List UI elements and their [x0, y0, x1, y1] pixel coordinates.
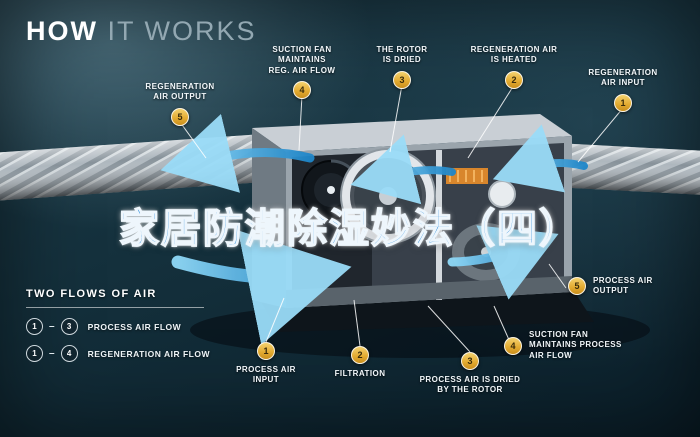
callout-label: THE ROTOR IS DRIED	[376, 45, 428, 65]
legend-number-circle: 1	[26, 345, 43, 362]
legend-number-circle: 3	[60, 318, 78, 335]
callout-number-badge: 5	[568, 277, 586, 296]
callout-label: REGENERATION AIR OUTPUT	[145, 82, 215, 102]
legend-dash: –	[49, 348, 55, 359]
legend-divider	[26, 307, 204, 308]
callout-label: FILTRATION	[334, 369, 386, 378]
callout-regeneration-air-heated: REGENERATION AIR IS HEATED 2	[458, 45, 570, 89]
callout-rotor-is-dried: THE ROTOR IS DRIED 3	[352, 45, 452, 89]
callout-number-badge: 3	[393, 70, 411, 89]
legend-row-regeneration-air: 1 – 4 REGENERATION AIR FLOW	[26, 345, 210, 362]
callout-number-badge: 1	[614, 93, 632, 112]
airflow-arrows	[160, 113, 588, 345]
callout-number-badge: 4	[293, 81, 311, 100]
headline-overlay: 家居防潮除湿妙法（四）	[118, 206, 581, 252]
callout-number-badge: 3	[461, 352, 479, 370]
callout-process-air-dried: 3 PROCESS AIR IS DRIED BY THE ROTOR	[392, 352, 548, 396]
callout-label: PROCESS AIR OUTPUT	[593, 276, 653, 296]
callout-number-badge: 4	[504, 336, 522, 355]
callout-label: PROCESS AIR IS DRIED BY THE ROTOR	[419, 375, 521, 395]
callout-label: SUCTION FAN MAINTAINS REG. AIR FLOW	[268, 45, 336, 75]
legend-heading: TWO FLOWS OF AIR	[26, 288, 157, 300]
duct-right	[555, 143, 700, 195]
callout-process-air-input: 1 PROCESS AIR INPUT	[226, 342, 306, 386]
legend-row-process-air: 1 – 3 PROCESS AIR FLOW	[26, 318, 210, 335]
callout-number-badge: 5	[171, 107, 189, 126]
legend-label: PROCESS AIR FLOW	[87, 321, 182, 332]
callout-filtration: 2 FILTRATION	[320, 346, 400, 379]
callout-number-badge: 2	[351, 346, 369, 364]
callout-regeneration-air-output: REGENERATION AIR OUTPUT 5	[128, 82, 232, 126]
callout-number-badge: 1	[257, 342, 275, 360]
legend-number-circle: 4	[60, 345, 78, 362]
legend-dash: –	[49, 321, 55, 332]
callout-regeneration-air-input: REGENERATION AIR INPUT 1	[568, 68, 678, 112]
title-it-works: IT WORKS	[107, 16, 257, 46]
callout-label: REGENERATION AIR IS HEATED	[470, 45, 558, 65]
legend-number-circle: 1	[26, 318, 43, 335]
duct-left	[0, 134, 269, 201]
legend-label: REGENERATION AIR FLOW	[87, 348, 210, 359]
callout-label: REGENERATION AIR INPUT	[588, 68, 658, 88]
callout-label: PROCESS AIR INPUT	[236, 365, 296, 385]
title-how: HOW	[26, 16, 98, 46]
callout-suction-fan-process: 4 SUCTION FAN MAINTAINS PROCESS AIR FLOW	[504, 330, 650, 361]
callout-suction-fan-reg: SUCTION FAN MAINTAINS REG. AIR FLOW 4	[250, 45, 354, 100]
page-title: HOW IT WORKS	[26, 16, 257, 47]
legend-two-flows: TWO FLOWS OF AIR 1 – 3 PROCESS AIR FLOW …	[26, 288, 210, 372]
callout-process-air-output: 5 PROCESS AIR OUTPUT	[568, 276, 694, 297]
callout-number-badge: 2	[505, 70, 523, 89]
callout-label: SUCTION FAN MAINTAINS PROCESS AIR FLOW	[529, 330, 622, 360]
leader-lines	[179, 84, 624, 353]
